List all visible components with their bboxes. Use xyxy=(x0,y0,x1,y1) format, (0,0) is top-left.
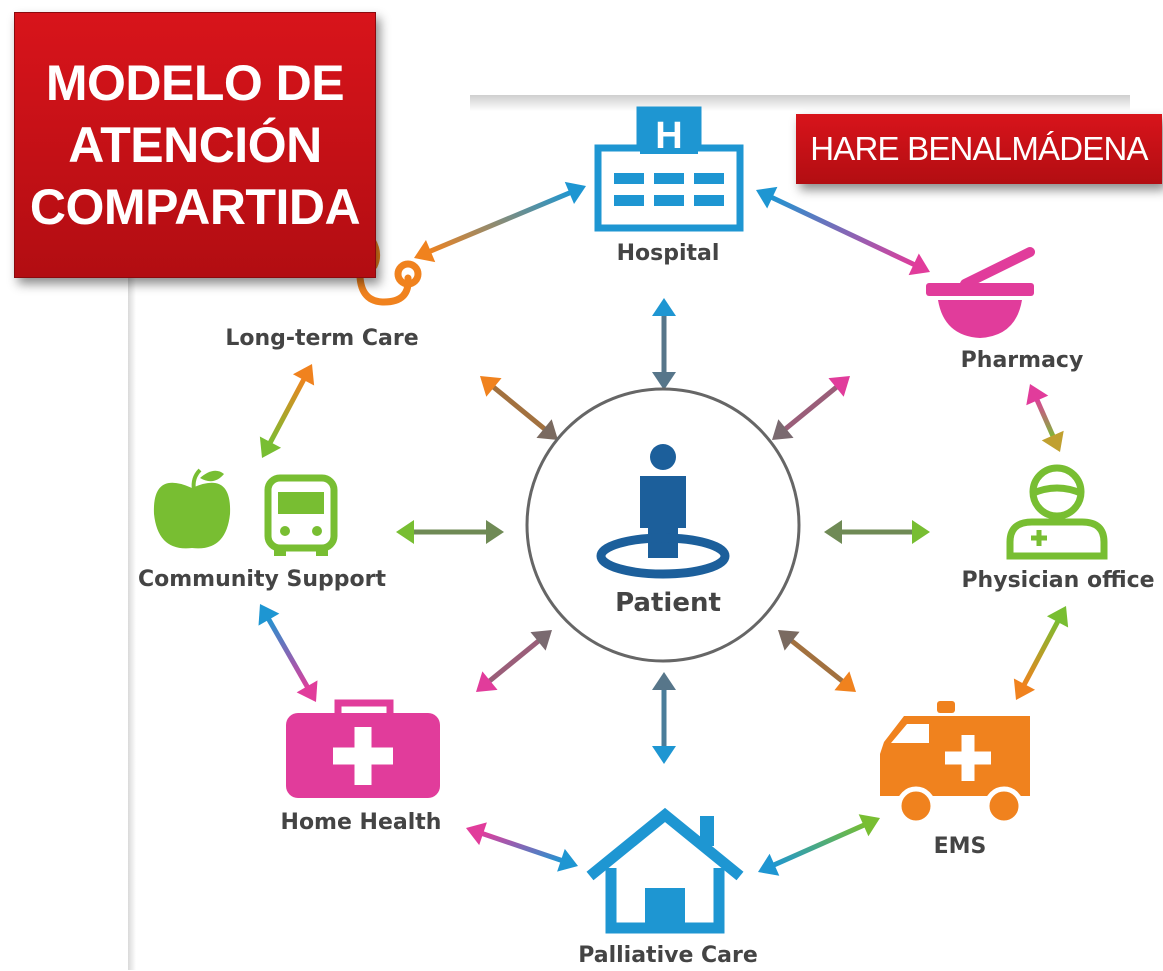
title-line-3: COMPARTIDA xyxy=(29,179,361,235)
arrow-homehealth-community xyxy=(258,604,318,702)
long-term-care-node: Long-term Care xyxy=(225,236,422,351)
spoke-pharmacy xyxy=(772,376,850,440)
left-shadow-bar xyxy=(128,270,136,970)
spoke-arrows xyxy=(396,298,930,764)
pharmacy-label: Pharmacy xyxy=(961,348,1084,373)
arrow-community-longterm xyxy=(259,364,315,458)
spoke-palliative xyxy=(652,672,676,764)
ambulance-icon xyxy=(880,701,1030,826)
apple-bus-icon xyxy=(153,468,338,556)
physician-icon xyxy=(1006,464,1108,560)
palliative-care-node: Palliative Care xyxy=(578,807,758,968)
mortar-pestle-icon xyxy=(926,247,1035,338)
title-banner: MODELO DE ATENCIÓN COMPARTIDA xyxy=(14,12,376,278)
subtitle-banner: HARE BENALMÁDENA xyxy=(796,114,1162,184)
house-icon xyxy=(586,807,744,934)
spoke-longterm xyxy=(480,376,558,440)
palliative-care-label: Palliative Care xyxy=(578,943,758,968)
patient-label: Patient xyxy=(615,588,721,618)
hospital-label: Hospital xyxy=(617,241,720,266)
arrow-hospital-pharmacy xyxy=(756,186,930,276)
long-term-care-label: Long-term Care xyxy=(225,326,418,351)
home-health-label: Home Health xyxy=(281,810,442,835)
arrow-longterm-hospital xyxy=(414,181,586,263)
title-line-2: ATENCIÓN xyxy=(68,117,322,173)
community-support-node: Community Support xyxy=(138,468,386,592)
arrow-pharmacy-physician xyxy=(1026,384,1064,452)
medical-bag-icon xyxy=(286,699,440,798)
hospital-icon: H xyxy=(594,106,744,232)
spoke-hospital xyxy=(652,298,676,390)
ring-arrows xyxy=(258,181,1069,876)
home-health-node: Home Health xyxy=(281,699,442,835)
spoke-homehealth xyxy=(476,630,552,692)
patient-node: Patient xyxy=(525,387,801,663)
hospital-node: H Hospital xyxy=(594,106,744,266)
top-shadow-bar xyxy=(470,95,1130,111)
arrow-physician-ems xyxy=(1013,606,1069,700)
arrow-palliative-homehealth xyxy=(466,822,578,872)
svg-text:H: H xyxy=(655,115,682,157)
spoke-community xyxy=(396,520,504,544)
ems-label: EMS xyxy=(934,834,987,859)
subtitle-text: HARE BENALMÁDENA xyxy=(810,130,1148,167)
ems-node: EMS xyxy=(880,701,1030,859)
pharmacy-node: Pharmacy xyxy=(926,247,1084,373)
spoke-ems xyxy=(778,630,856,692)
spoke-physician xyxy=(824,520,930,544)
arrow-ems-palliative xyxy=(758,814,880,876)
title-line-1: MODELO DE xyxy=(45,55,345,111)
physician-office-node: Physician office xyxy=(961,464,1155,593)
community-support-label: Community Support xyxy=(138,567,386,592)
patient-icon xyxy=(596,444,730,579)
physician-office-label: Physician office xyxy=(961,568,1154,593)
